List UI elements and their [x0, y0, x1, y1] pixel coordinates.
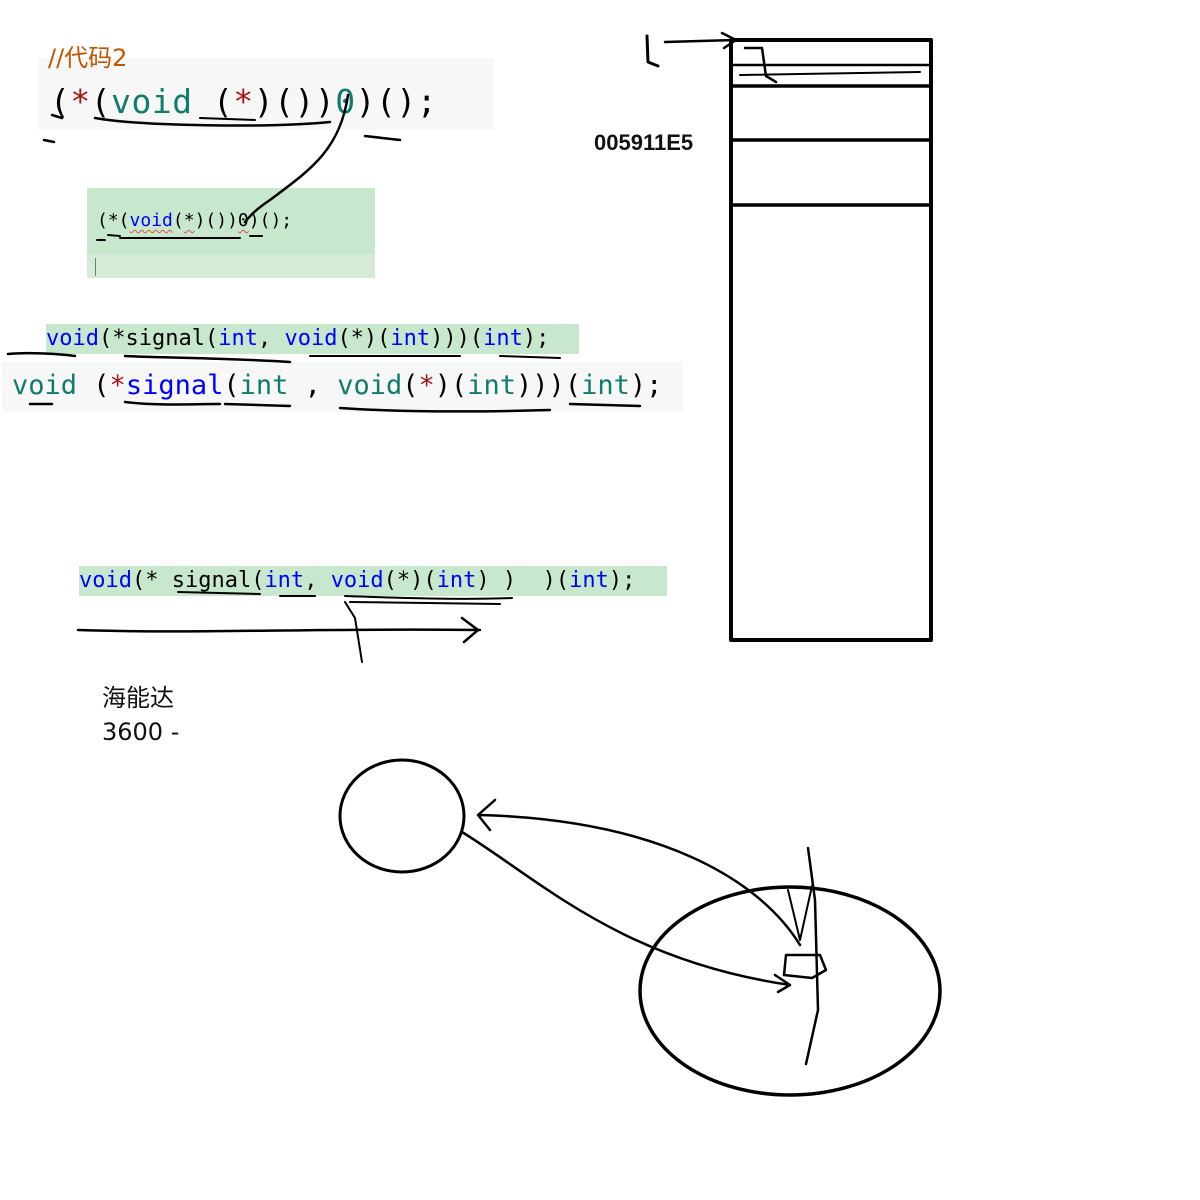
code-token: (*signal( — [98, 326, 219, 351]
clipped-comment-line: //代码2 — [48, 44, 248, 72]
code-token: , — [257, 326, 285, 351]
code-token: , — [304, 568, 331, 593]
code-token: , — [288, 370, 338, 401]
code-token: (*( — [97, 210, 130, 231]
ink-underline — [42, 138, 56, 144]
code-token: int — [264, 568, 305, 593]
code-token: * — [233, 82, 254, 121]
code-token: void — [337, 370, 403, 401]
code-token: (* signal( — [131, 568, 265, 593]
ink-underline — [344, 595, 513, 600]
text-cursor — [95, 258, 96, 276]
clipped-comment-text: //代码2 — [48, 44, 128, 72]
ink-underline — [349, 601, 501, 605]
code-token: )( — [434, 370, 468, 401]
ink-vertical-stroke — [804, 846, 820, 1066]
ink-vertical-stroke — [787, 885, 813, 941]
code-line: void(* signal(int, void(*)(int) ) )(int)… — [79, 568, 635, 593]
code-token: ) ) )( — [476, 568, 570, 593]
code-token: ( — [192, 82, 234, 121]
code-token: int — [581, 370, 630, 401]
code-token: int — [218, 326, 258, 351]
code-token: )))( — [516, 370, 582, 401]
code-token: void — [330, 568, 384, 593]
ink-small-circle — [338, 758, 466, 874]
code-line: void(*signal(int, void(*)(int)))(int); — [46, 326, 549, 351]
ink-stack-inner-mark — [739, 71, 921, 76]
code-token: void — [111, 82, 193, 121]
code-token: * — [183, 210, 195, 231]
code-token: 0 — [237, 210, 249, 231]
ink-pointer-arrow — [663, 31, 738, 50]
code-token: signal — [125, 370, 224, 401]
ink-small-loop — [782, 953, 828, 980]
code-snippet-editor-highlight: (*(void(*)())0)(); — [87, 188, 375, 278]
code-token: void — [79, 568, 132, 593]
ink-long-arrow — [76, 616, 482, 644]
code-token: * — [109, 370, 126, 401]
code-token: 0 — [335, 82, 356, 121]
code-token: void — [284, 326, 338, 351]
code-token: (*)( — [337, 326, 391, 351]
code-token: int — [483, 326, 523, 351]
code-token: ( — [402, 370, 419, 401]
code-token: void — [46, 326, 99, 351]
code-token: ); — [629, 370, 663, 401]
code-token: ( — [50, 82, 71, 121]
code-token: ( — [172, 210, 184, 231]
code-line: (*(void(*)())0)(); — [97, 210, 292, 231]
code-token: )()) — [253, 82, 336, 121]
code-token: void — [12, 370, 78, 401]
code-token: int — [239, 370, 289, 401]
ink-stack-inner-mark — [743, 46, 778, 84]
code-snippet-signal-spaced: void (*signal(int , void(*)(int)))(int); — [2, 362, 683, 412]
code-token: )(); — [355, 82, 438, 121]
ink-arrow-to-large-circle — [460, 830, 792, 994]
code-token: int — [436, 568, 477, 593]
ink-large-circle — [638, 885, 942, 1097]
ink-pointer-glyph — [645, 34, 660, 68]
code-snippet-function-call: //代码2 (*(void (*)())0)(); — [38, 44, 493, 130]
code-token: ); — [608, 568, 636, 593]
code-token: ( — [90, 82, 112, 121]
code-token: * — [70, 82, 91, 121]
code-line: (*(void (*)())0)(); — [50, 82, 437, 121]
code-token: int — [390, 326, 431, 351]
code-line: void (*signal(int , void(*)(int)))(int); — [12, 370, 662, 401]
ink-tick-mark — [344, 601, 363, 663]
code-token: int — [569, 568, 609, 593]
ink-arrow-to-small-circle — [476, 798, 802, 947]
code-token-keyword: void — [129, 210, 173, 231]
code-token: )()) — [194, 210, 238, 231]
note-company-name: 海能达 — [102, 684, 174, 712]
code-token: int — [467, 370, 517, 401]
code-token: )(); — [248, 210, 293, 231]
code-token: )))( — [430, 326, 484, 351]
code-snippet-signal-declaration: void(*signal(int, void(*)(int)))(int); — [46, 324, 579, 354]
code-token: * — [418, 370, 435, 401]
memory-address-label: 005911E5 — [594, 130, 694, 155]
code-token: (*)( — [383, 568, 437, 593]
ink-underline — [363, 134, 402, 142]
code-token: ( — [77, 370, 110, 401]
note-number: 3600 - — [102, 718, 180, 746]
code-snippet-signal-annotated: void(* signal(int, void(*)(int) ) )(int)… — [79, 566, 667, 596]
code-token: ); — [522, 326, 550, 351]
code-token: ( — [223, 370, 240, 401]
ink-underline — [499, 355, 561, 359]
editor-line-band — [87, 254, 375, 278]
ink-stack-outer-box — [729, 38, 933, 642]
